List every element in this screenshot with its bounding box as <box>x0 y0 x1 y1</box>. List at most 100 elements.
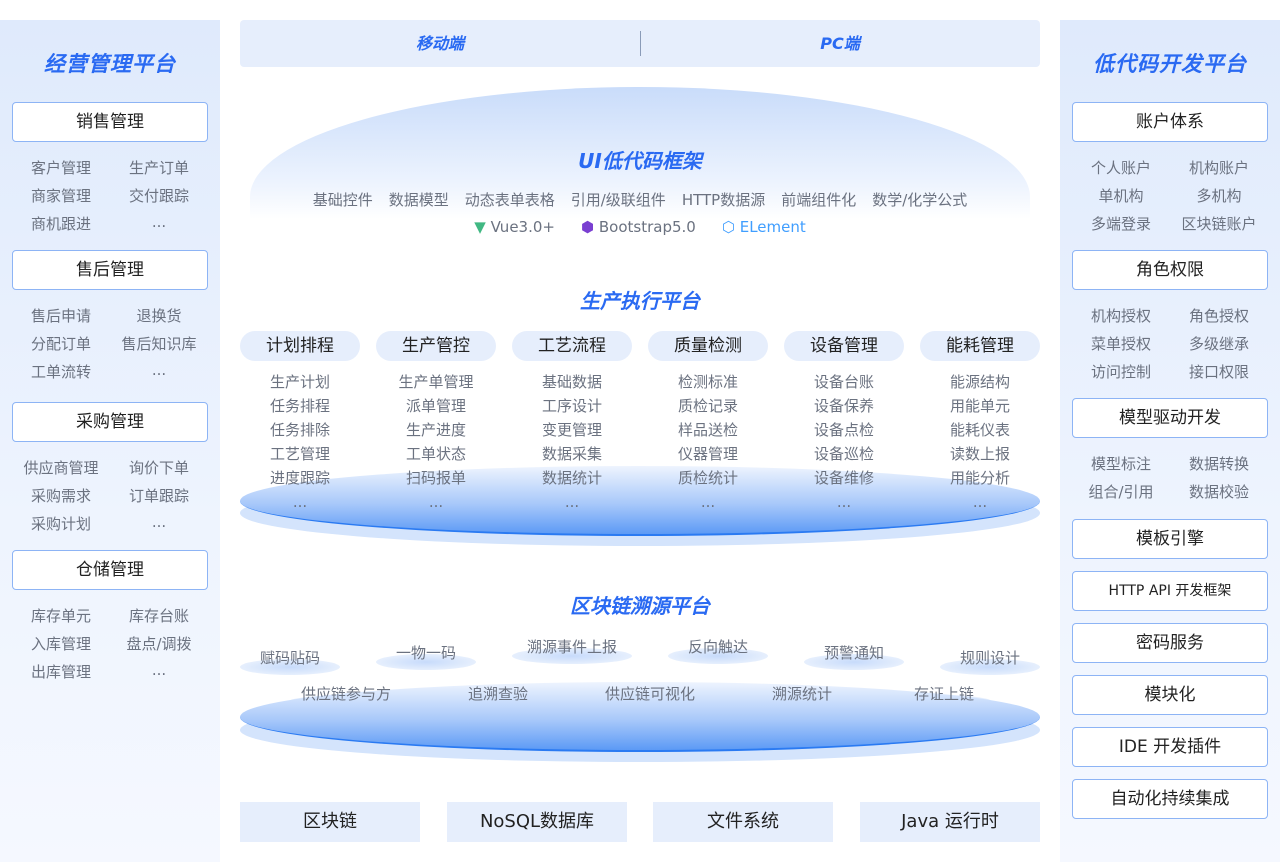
mes-item[interactable]: 检测标准 <box>677 373 738 391</box>
mes-item[interactable]: ... <box>700 493 716 511</box>
left-group-item[interactable]: 采购需求 <box>30 487 91 505</box>
left-group-item[interactable]: 售后申请 <box>30 307 91 325</box>
right-group-item[interactable]: 角色授权 <box>1188 307 1249 325</box>
right-group-item[interactable]: 模型标注 <box>1090 455 1151 473</box>
mes-item[interactable]: 设备台账 <box>813 373 874 391</box>
mes-item[interactable]: 扫码报单 <box>405 469 466 487</box>
mes-item[interactable]: 工单状态 <box>405 445 466 463</box>
mes-module-pill[interactable]: 能耗管理 <box>920 331 1040 361</box>
mes-item[interactable]: 派单管理 <box>405 397 466 415</box>
mes-item[interactable]: 工艺管理 <box>269 445 330 463</box>
mes-item[interactable]: ... <box>972 493 988 511</box>
right-group-item[interactable]: 数据校验 <box>1188 483 1249 501</box>
right-group-button[interactable]: 模型驱动开发 <box>1072 398 1268 438</box>
chain-feature[interactable]: 一物一码 <box>376 642 476 670</box>
right-group-item[interactable]: 多机构 <box>1196 187 1242 205</box>
chain-feature[interactable]: 预警通知 <box>804 642 904 670</box>
right-group-item[interactable]: 机构账户 <box>1188 159 1249 177</box>
mes-item[interactable]: 任务排程 <box>269 397 330 415</box>
left-group-item[interactable]: 商家管理 <box>30 187 91 205</box>
left-group-item[interactable]: ... <box>151 213 167 231</box>
mes-item[interactable]: ... <box>564 493 580 511</box>
mes-item[interactable]: 变更管理 <box>541 421 602 439</box>
mes-item[interactable]: 数据采集 <box>541 445 602 463</box>
left-group-item[interactable]: 退换货 <box>136 307 182 325</box>
mes-item[interactable]: 能源结构 <box>949 373 1010 391</box>
mes-item[interactable]: 用能分析 <box>949 469 1010 487</box>
right-group-item[interactable]: 区块链账户 <box>1181 215 1257 233</box>
left-group-button[interactable]: 仓储管理 <box>12 550 208 590</box>
mes-module-pill[interactable]: 计划排程 <box>240 331 360 361</box>
left-group-item[interactable]: 分配订单 <box>30 335 91 353</box>
left-group-item[interactable]: 生产订单 <box>128 159 189 177</box>
chain-feature[interactable]: 赋码贴码 <box>240 647 340 675</box>
mes-item[interactable]: ... <box>836 493 852 511</box>
right-group-item[interactable]: 机构授权 <box>1090 307 1151 325</box>
mes-item[interactable]: 数据统计 <box>541 469 602 487</box>
right-module-button[interactable]: IDE 开发插件 <box>1072 727 1268 767</box>
left-group-button[interactable]: 销售管理 <box>12 102 208 142</box>
chain-feature[interactable]: 追溯查验 <box>448 683 548 711</box>
left-group-item[interactable]: 采购计划 <box>30 515 91 533</box>
left-group-item[interactable]: 订单跟踪 <box>128 487 189 505</box>
mes-item[interactable]: 进度跟踪 <box>269 469 330 487</box>
right-group-item[interactable]: 数据转换 <box>1188 455 1249 473</box>
mes-item[interactable]: 质检记录 <box>677 397 738 415</box>
mes-item[interactable]: 仪器管理 <box>677 445 738 463</box>
left-group-item[interactable]: 客户管理 <box>30 159 91 177</box>
left-group-item[interactable]: 供应商管理 <box>23 459 99 477</box>
mes-item[interactable]: 设备巡检 <box>813 445 874 463</box>
chain-feature[interactable]: 供应链参与方 <box>286 683 406 711</box>
mes-item[interactable]: 用能单元 <box>949 397 1010 415</box>
mes-module-pill[interactable]: 质量检测 <box>648 331 768 361</box>
left-group-item[interactable]: 库存台账 <box>128 607 189 625</box>
right-group-button[interactable]: 角色权限 <box>1072 250 1268 290</box>
right-group-item[interactable]: 单机构 <box>1098 187 1144 205</box>
mes-item[interactable]: 设备保养 <box>813 397 874 415</box>
chain-feature[interactable]: 溯源统计 <box>752 683 852 711</box>
right-group-item[interactable]: 个人账户 <box>1090 159 1151 177</box>
mes-item[interactable]: 任务排除 <box>269 421 330 439</box>
left-group-item[interactable]: 盘点/调拨 <box>126 635 192 653</box>
mes-module-pill[interactable]: 设备管理 <box>784 331 904 361</box>
mes-item[interactable]: 设备点检 <box>813 421 874 439</box>
mes-item[interactable]: ... <box>428 493 444 511</box>
right-module-button[interactable]: 自动化持续集成 <box>1072 779 1268 819</box>
tab-mobile[interactable]: 移动端 <box>415 34 464 53</box>
right-group-item[interactable]: 多级继承 <box>1188 335 1249 353</box>
mes-item[interactable]: 基础数据 <box>541 373 602 391</box>
right-group-item[interactable]: 多端登录 <box>1090 215 1151 233</box>
left-group-button[interactable]: 采购管理 <box>12 402 208 442</box>
right-group-item[interactable]: 组合/引用 <box>1088 483 1154 501</box>
mes-module-pill[interactable]: 工艺流程 <box>512 331 632 361</box>
left-group-button[interactable]: 售后管理 <box>12 250 208 290</box>
mes-item[interactable]: 设备维修 <box>813 469 874 487</box>
right-module-button[interactable]: 密码服务 <box>1072 623 1268 663</box>
mes-item[interactable]: 生产进度 <box>405 421 466 439</box>
left-group-item[interactable]: 商机跟进 <box>30 215 91 233</box>
mes-item[interactable]: 生产单管理 <box>398 373 474 391</box>
mes-item[interactable]: 能耗仪表 <box>949 421 1010 439</box>
right-module-button[interactable]: 模板引擎 <box>1072 519 1268 559</box>
chain-feature[interactable]: 反向触达 <box>668 636 768 664</box>
left-group-item[interactable]: 库存单元 <box>30 607 91 625</box>
left-group-item[interactable]: 售后知识库 <box>121 335 197 353</box>
right-group-item[interactable]: 访问控制 <box>1090 363 1151 381</box>
right-group-item[interactable]: 接口权限 <box>1188 363 1249 381</box>
left-group-item[interactable]: ... <box>151 513 167 531</box>
left-group-item[interactable]: 交付跟踪 <box>128 187 189 205</box>
chain-feature[interactable]: 存证上链 <box>894 683 994 711</box>
right-group-item[interactable]: 菜单授权 <box>1090 335 1151 353</box>
mes-item[interactable]: 读数上报 <box>949 445 1010 463</box>
left-group-item[interactable]: 询价下单 <box>128 459 189 477</box>
mes-item[interactable]: ... <box>292 493 308 511</box>
left-group-item[interactable]: ... <box>151 361 167 379</box>
left-group-item[interactable]: ... <box>151 661 167 679</box>
mes-item[interactable]: 生产计划 <box>269 373 330 391</box>
mes-item[interactable]: 工序设计 <box>541 397 602 415</box>
right-group-button[interactable]: 账户体系 <box>1072 102 1268 142</box>
mes-module-pill[interactable]: 生产管控 <box>376 331 496 361</box>
chain-feature[interactable]: 供应链可视化 <box>590 683 710 711</box>
left-group-item[interactable]: 入库管理 <box>30 635 91 653</box>
mes-item[interactable]: 质检统计 <box>677 469 738 487</box>
